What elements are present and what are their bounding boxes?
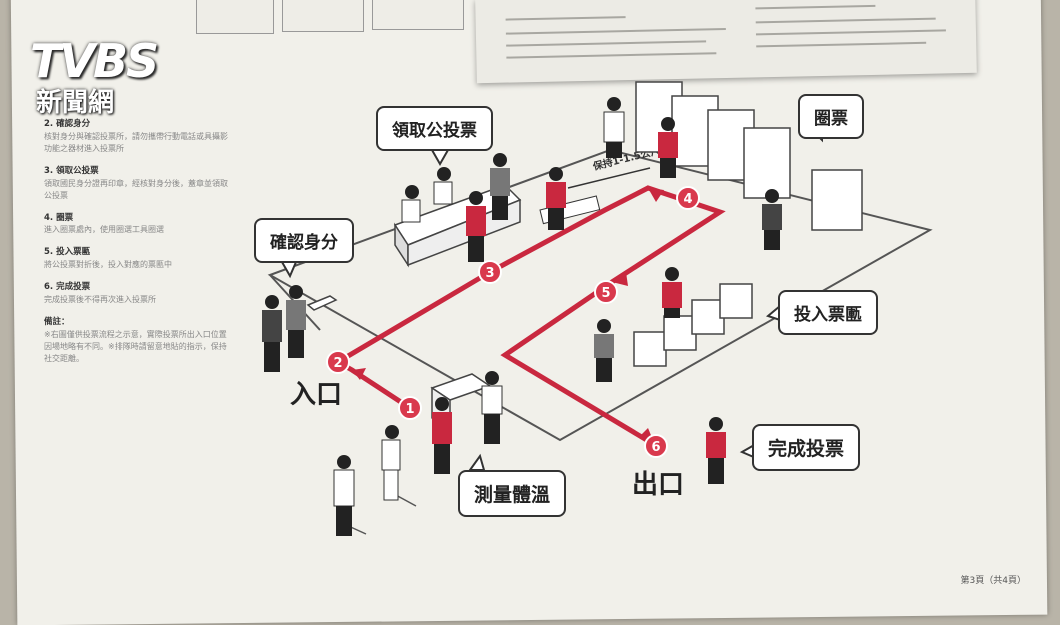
step-number: 1	[405, 402, 414, 417]
person	[262, 295, 282, 372]
step-marker-5: 5	[594, 280, 618, 304]
ballot-box	[691, 299, 725, 335]
entrance-label: 入口	[290, 380, 343, 410]
person	[546, 167, 566, 230]
instruction-text: 進入圈票處內，使用圈選工具圈選	[44, 225, 164, 235]
person	[706, 417, 726, 484]
bubble-mark-ballot: 圈票	[798, 94, 864, 139]
person	[762, 189, 782, 250]
instruction-heading: 6. 完成投票	[44, 282, 91, 292]
ballot-boxes	[633, 283, 753, 367]
person	[662, 267, 682, 318]
voting-booths	[635, 81, 863, 231]
instruction-text: 完成投票後不得再次進入投票所	[44, 294, 156, 304]
person	[381, 425, 401, 501]
step-marker-3: 3	[478, 260, 502, 284]
floor-markers	[343, 493, 417, 535]
bubble-verify-identity: 確認身分	[254, 218, 354, 263]
instruction-heading: 3. 領取公投票	[44, 165, 99, 176]
instruction-text: 核對身分與確認投票所，請勿攜帶行動電話或具攝影功能之器材進入投票所	[44, 131, 228, 153]
distance-arrow	[567, 167, 651, 189]
step-marker-6: 6	[644, 434, 668, 458]
person	[333, 455, 355, 536]
instruction-text: 領取國民身分證再印章，經核對身分後，蓋章並領取公投票	[44, 178, 228, 200]
instruction-heading: 5. 投入票匭	[44, 247, 91, 258]
person	[466, 191, 486, 262]
person	[594, 319, 614, 382]
ballot-box	[719, 283, 753, 319]
step-number: 3	[485, 266, 494, 281]
person	[658, 117, 678, 178]
step-number: 5	[601, 286, 610, 301]
path-arrowhead	[648, 188, 664, 202]
path-arrowhead	[612, 272, 628, 286]
person	[433, 167, 453, 205]
page-number: 第3頁（共4頁）	[960, 576, 1026, 586]
person	[286, 285, 306, 358]
note-heading: 備註：	[44, 316, 70, 327]
person	[490, 153, 510, 220]
bubble-tail	[468, 453, 486, 471]
instruction-text: 將公投票對折後，投入對應的票匭中	[44, 260, 172, 269]
step-marker-2: 2	[326, 350, 350, 374]
top-form-box	[282, 0, 364, 32]
bubble-tail	[430, 149, 450, 167]
person	[603, 97, 625, 158]
top-form-box	[372, 0, 464, 30]
ballot-box	[663, 315, 697, 351]
person	[432, 397, 452, 474]
person	[481, 371, 503, 444]
instruction-heading: 2. 確認身分	[44, 119, 91, 129]
bubble-finish-voting: 完成投票	[752, 424, 861, 471]
note-text: ※右圖僅供投票流程之示意，實際投票所出入口位置因場地略有不同。※排隊時請留意地貼…	[44, 329, 227, 363]
bubble-temperature-check: 測量體溫	[458, 470, 567, 517]
step-marker-4: 4	[676, 186, 700, 210]
top-form-box	[196, 0, 274, 34]
people	[262, 97, 782, 536]
instruction-heading: 4. 圈票	[44, 212, 74, 223]
id-check-stand	[306, 295, 338, 311]
exit-label: 出口	[632, 470, 685, 500]
bubble-cast-ballot: 投入票匭	[778, 290, 878, 335]
step-number: 2	[333, 356, 342, 371]
ballot-box	[633, 331, 667, 367]
tvbs-logo: TVBS 新聞網	[30, 34, 159, 119]
polling-station-diagram: 保持1-1.5公尺	[262, 81, 933, 536]
person	[401, 185, 421, 223]
instructions-sidebar: 2. 確認身分 核對身分與確認投票所，請勿攜帶行動電話或具攝影功能之器材進入投票…	[44, 108, 234, 365]
tvbs-logo-subtitle: 新聞網	[36, 88, 115, 118]
tvbs-logo-text: TVBS	[30, 34, 159, 88]
path-arrowhead	[352, 368, 366, 380]
voting-booth	[811, 169, 863, 231]
bubble-receive-ballot: 領取公投票	[376, 106, 493, 151]
step-number: 4	[683, 192, 692, 207]
step-marker-1: 1	[398, 396, 422, 420]
voting-booth	[743, 127, 791, 199]
step-number: 6	[651, 440, 660, 455]
